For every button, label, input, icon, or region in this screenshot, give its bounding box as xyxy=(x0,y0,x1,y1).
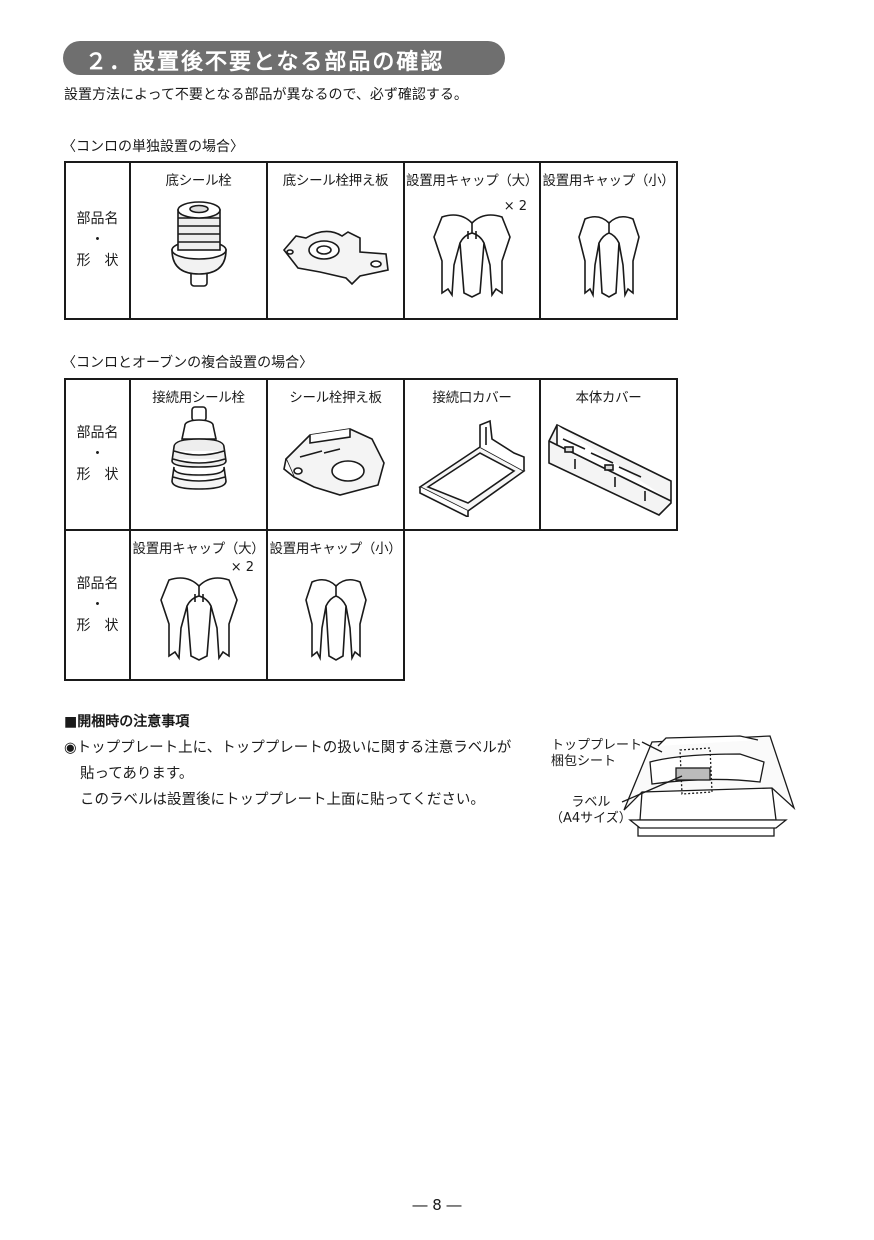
single-install-label: 〈コンロの単独設置の場合〉 xyxy=(62,139,244,155)
connection-seal-plug-icon xyxy=(131,403,266,503)
part-cell: 設置用キャップ（大） × 2 xyxy=(129,529,268,681)
seal-plug-plate-icon xyxy=(268,218,403,288)
row-label-cell: 部品名 ・ 形 状 xyxy=(64,529,131,681)
row-label-shape: 形 状 xyxy=(76,467,119,483)
part-name: 設置用キャップ（小） xyxy=(269,541,402,557)
page-number: ― 8 ― xyxy=(412,1196,462,1214)
part-cell: 設置用キャップ（小） xyxy=(266,529,405,681)
part-name: 底シール栓 xyxy=(165,173,232,189)
part-cell: 本体カバー xyxy=(539,378,678,531)
single-install-table: 部品名 ・ 形 状 底シール栓 底シール栓押え板 xyxy=(64,161,678,320)
part-cell: シール栓押え板 xyxy=(266,378,405,531)
callout-line: （A4サイズ） xyxy=(550,811,632,826)
section-title: ２．設置後不要となる部品の確認 xyxy=(85,50,445,75)
row-label-shape: 形 状 xyxy=(76,253,119,269)
seal-plug-icon xyxy=(131,192,266,302)
part-name: 設置用キャップ（小） xyxy=(542,173,675,189)
notice-paragraph-2: このラベルは設置後にトッププレート上面に貼ってください。 xyxy=(80,792,485,808)
row-label-name: 部品名 xyxy=(76,575,119,592)
row-label-dot: ・ xyxy=(90,232,105,248)
callout-top-plate-sheet: トッププレート 梱包シート xyxy=(551,738,642,770)
combined-install-label: 〈コンロとオーブンの複合設置の場合〉 xyxy=(62,355,314,371)
install-cap-small-icon xyxy=(541,209,676,304)
part-name: 底シール栓押え板 xyxy=(282,173,389,189)
part-name: シール栓押え板 xyxy=(289,390,382,406)
install-cap-large-icon xyxy=(405,209,539,304)
seal-plug-plate-icon xyxy=(268,423,403,499)
notice-body: ◉トッププレート上に、トッププレートの扱いに関する注意ラベルが貼ってあります。 … xyxy=(64,735,514,813)
callout-line: トッププレート xyxy=(551,738,643,753)
connection-port-cover-icon xyxy=(405,417,539,517)
part-cell: 底シール栓押え板 xyxy=(266,161,405,320)
part-name: 接続口カバー xyxy=(432,390,512,406)
part-name: 設置用キャップ（大） xyxy=(132,541,265,557)
install-cap-large-icon xyxy=(131,572,266,667)
callout-line: 梱包シート xyxy=(551,754,617,769)
quantity-note: × 2 xyxy=(230,560,254,575)
part-cell: 底シール栓 xyxy=(129,161,268,320)
row-label-cell: 部品名 ・ 形 状 xyxy=(64,378,131,531)
part-cell: 設置用キャップ（大） × 2 xyxy=(403,161,541,320)
body-cover-icon xyxy=(541,419,676,519)
quantity-note: × 2 xyxy=(503,199,527,214)
packaging-illustration xyxy=(540,732,800,842)
row-label-dot: ・ xyxy=(90,596,105,613)
row-label-cell: 部品名 ・ 形 状 xyxy=(64,161,131,320)
part-cell: 接続口カバー xyxy=(403,378,541,531)
section-title-banner: ２．設置後不要となる部品の確認 xyxy=(63,41,505,75)
notice-title: ■開梱時の注意事項 xyxy=(64,714,190,730)
intro-text: 設置方法によって不要となる部品が異なるので、必ず確認する。 xyxy=(64,87,468,103)
row-label-dot: ・ xyxy=(90,446,105,462)
part-name: 接続用シール栓 xyxy=(152,390,245,406)
row-label-shape: 形 状 xyxy=(76,617,119,634)
callout-label: ラベル （A4サイズ） xyxy=(550,795,632,827)
combined-install-table: 部品名 ・ 形 状 接続用シール栓 シール栓押え板 xyxy=(64,378,678,681)
part-cell: 接続用シール栓 xyxy=(129,378,268,531)
part-name: 本体カバー xyxy=(575,390,642,406)
notice-paragraph-1: ◉トッププレート上に、トッププレートの扱いに関する注意ラベルが貼ってあります。 xyxy=(64,740,512,782)
part-cell: 設置用キャップ（小） xyxy=(539,161,678,320)
row-label-name: 部品名 xyxy=(76,211,119,227)
row-label-name: 部品名 xyxy=(76,425,119,441)
install-cap-small-icon xyxy=(268,572,403,667)
callout-line: ラベル xyxy=(571,795,611,810)
part-name: 設置用キャップ（大） xyxy=(406,173,538,189)
